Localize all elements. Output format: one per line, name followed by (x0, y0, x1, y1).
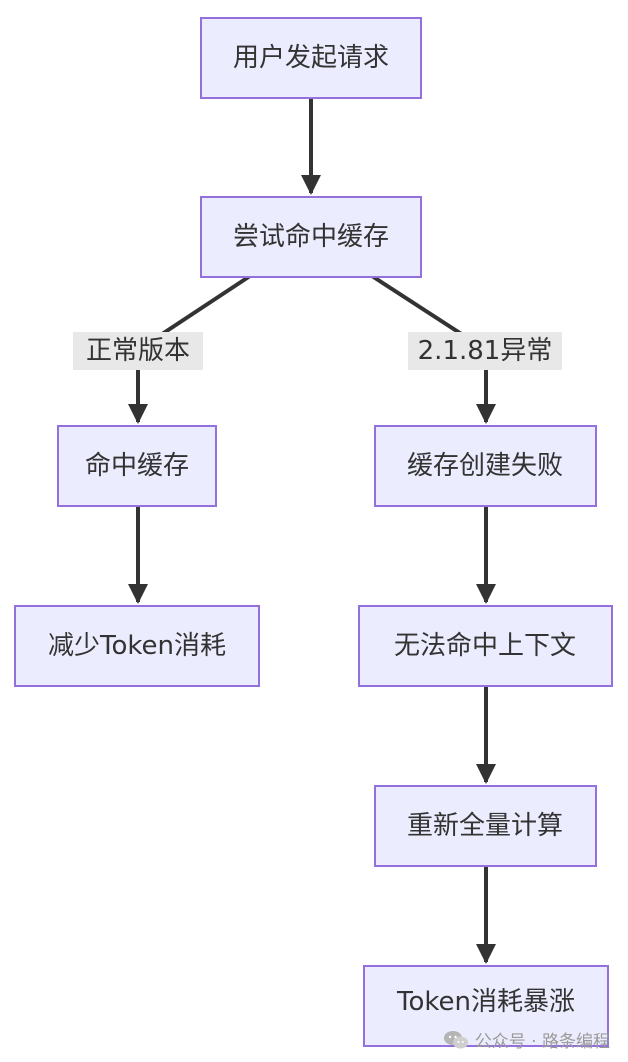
edge-label-abnormal-text: 2.1.81异常 (418, 336, 553, 366)
node-recompute[interactable]: 重新全量计算 (374, 785, 597, 867)
node-token-spike-label: Token消耗暴涨 (396, 987, 575, 1017)
watermark: 公众号 · 路条编程 (443, 1027, 610, 1052)
node-no-context-hit-label: 无法命中上下文 (394, 631, 576, 661)
node-reduce-tokens-label: 减少Token消耗 (48, 631, 226, 661)
node-token-spike[interactable]: Token消耗暴涨 (363, 965, 609, 1047)
node-start-label: 用户发起请求 (233, 43, 389, 73)
node-reduce-tokens[interactable]: 减少Token消耗 (14, 605, 260, 687)
node-cache-fail[interactable]: 缓存创建失败 (374, 425, 597, 507)
node-cache-hit[interactable]: 命中缓存 (57, 425, 217, 507)
edge-label-normal-text: 正常版本 (86, 336, 190, 366)
node-recompute-label: 重新全量计算 (407, 811, 563, 841)
node-no-context-hit[interactable]: 无法命中上下文 (358, 605, 613, 687)
wechat-icon (443, 1030, 468, 1048)
node-start[interactable]: 用户发起请求 (200, 17, 422, 99)
node-cache-try[interactable]: 尝试命中缓存 (200, 196, 422, 278)
edge-label-normal: 正常版本 (73, 332, 203, 370)
node-cache-fail-label: 缓存创建失败 (407, 451, 563, 481)
node-cache-hit-label: 命中缓存 (85, 451, 189, 481)
edge-label-abnormal: 2.1.81异常 (408, 332, 562, 370)
node-cache-try-label: 尝试命中缓存 (233, 222, 389, 252)
watermark-text: 公众号 · 路条编程 (474, 1032, 610, 1052)
